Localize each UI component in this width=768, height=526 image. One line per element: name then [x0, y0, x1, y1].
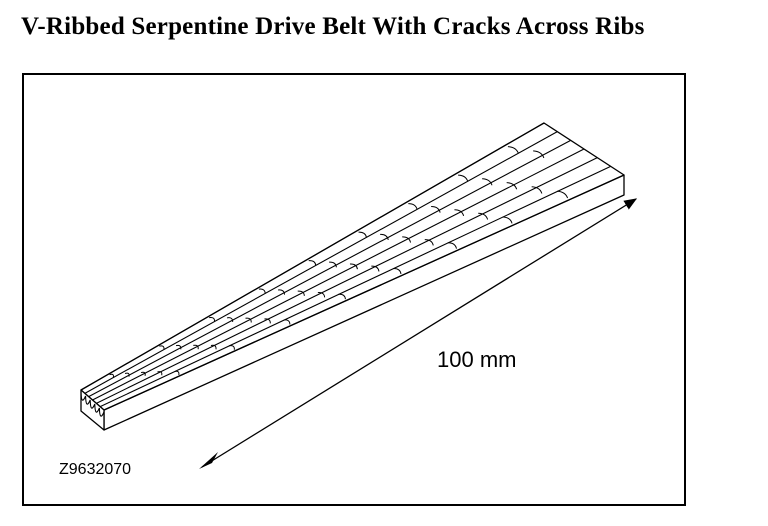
crack-mark — [159, 345, 165, 350]
crack-mark — [297, 290, 305, 296]
crack-mark — [258, 288, 266, 294]
rib-groove-line — [99, 165, 611, 408]
crack-mark — [507, 146, 519, 154]
rib-cracks — [109, 146, 569, 378]
crack-mark — [431, 206, 441, 213]
rib-groove-line — [80, 122, 545, 391]
crack-mark — [317, 292, 326, 298]
rib-groove-line — [84, 131, 558, 394]
crack-mark — [408, 203, 418, 210]
crack-mark — [557, 190, 569, 199]
crack-mark — [454, 209, 465, 217]
crack-mark — [358, 231, 367, 238]
crack-mark — [533, 150, 545, 159]
reference-code: Z9632070 — [59, 461, 132, 478]
rib-groove-line — [96, 157, 598, 404]
crack-mark — [227, 317, 234, 322]
belt-side-face — [103, 174, 625, 431]
crack-mark — [109, 373, 114, 378]
crack-mark — [338, 293, 346, 300]
crack-mark — [140, 371, 146, 376]
crack-mark — [424, 239, 434, 246]
crack-mark — [329, 261, 337, 268]
crack-mark — [193, 344, 199, 350]
rib-groove-line — [103, 174, 625, 411]
crack-mark — [209, 316, 216, 322]
crack-mark — [210, 344, 217, 350]
crack-mark — [447, 242, 457, 249]
arrowhead-start-icon — [199, 452, 218, 469]
crack-mark — [157, 371, 163, 376]
belt-illustration — [80, 122, 638, 469]
crack-mark — [229, 345, 235, 350]
crack-mark — [308, 260, 317, 266]
crack-mark — [506, 182, 518, 190]
rib-groove-line — [88, 139, 571, 398]
crack-mark — [402, 236, 412, 243]
dimension-label: 100 mm — [437, 347, 517, 372]
crack-mark — [175, 344, 182, 350]
dimension-arrow — [201, 198, 638, 468]
crack-mark — [482, 178, 493, 186]
crack-mark — [283, 319, 291, 325]
crack-mark — [393, 268, 402, 274]
crack-mark — [349, 263, 358, 270]
crack-mark — [278, 289, 286, 295]
crack-mark — [264, 318, 271, 324]
crack-mark — [502, 216, 513, 224]
crack-mark — [245, 317, 252, 323]
crack-mark — [371, 265, 380, 272]
crack-mark — [458, 174, 469, 182]
crack-mark — [478, 212, 489, 220]
crack-mark — [124, 372, 130, 377]
rib-groove-line — [92, 148, 585, 401]
belt-top-face — [80, 122, 625, 411]
crack-mark — [380, 233, 389, 241]
belt-ribs — [80, 122, 625, 417]
crack-mark — [531, 186, 543, 194]
rib-profile — [80, 391, 105, 417]
crack-mark — [174, 370, 180, 376]
figure-frame: 100 mm Z9632070 — [22, 73, 686, 506]
page-title: V-Ribbed Serpentine Drive Belt With Crac… — [21, 13, 645, 40]
